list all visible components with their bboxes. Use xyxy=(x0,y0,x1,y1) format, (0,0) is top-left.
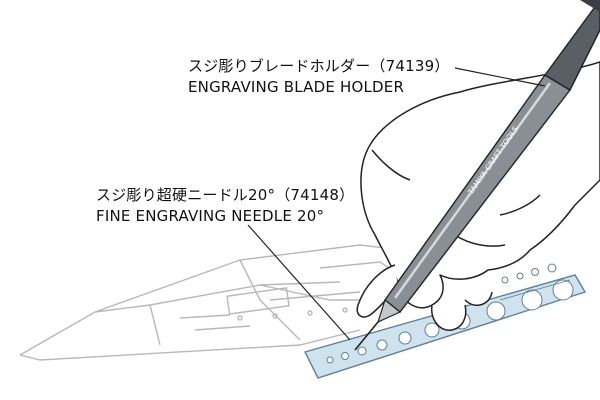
callout-leaders xyxy=(247,67,546,341)
engraving-tool xyxy=(354,0,600,351)
blade-holder-leader xyxy=(454,67,546,87)
needle-label-jp: スジ彫り超硬ニードル20°（74148） xyxy=(96,186,355,204)
blade-holder-label-en: ENGRAVING BLADE HOLDER xyxy=(188,78,405,96)
blade-holder-label-jp: スジ彫りブレードホルダー（74139） xyxy=(188,57,450,75)
needle-leader xyxy=(247,224,351,341)
needle-label-en: FINE ENGRAVING NEEDLE 20° xyxy=(96,207,325,225)
